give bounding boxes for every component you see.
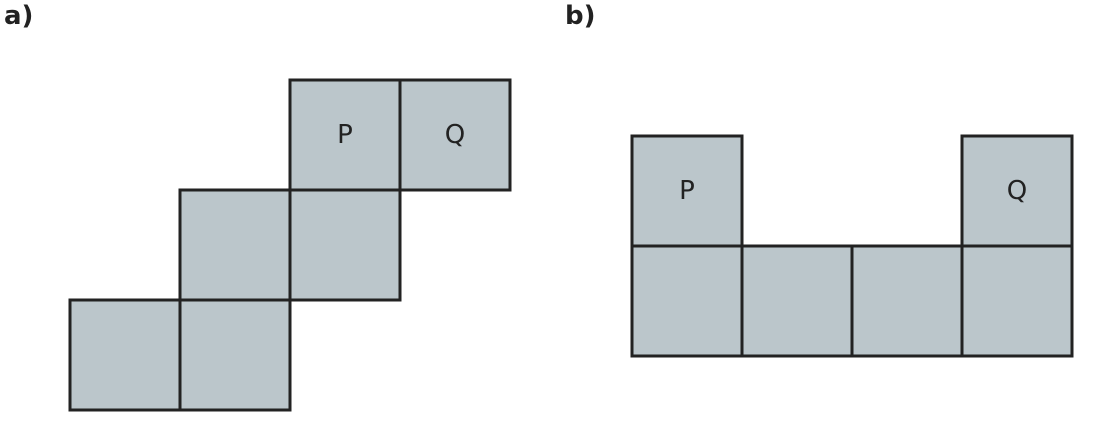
net-a-square [68, 298, 182, 412]
net-b-square [740, 244, 854, 358]
net-b-face-label-q: Q [1007, 176, 1027, 206]
net-b-square [630, 244, 744, 358]
net-a-square [178, 188, 292, 302]
net-a-face-label-p: P [337, 120, 353, 150]
panel-b-label: b) [565, 1, 596, 31]
panel-a-label: a) [4, 1, 34, 31]
net-b-square [630, 134, 744, 248]
net-a-square [288, 188, 402, 302]
net-b-face-label-p: P [679, 176, 695, 206]
net-b-square [960, 134, 1074, 248]
net-b-square [850, 244, 964, 358]
net-a-square [288, 78, 402, 192]
net-a-face-label-q: Q [445, 120, 465, 150]
net-b-square [960, 244, 1074, 358]
net-a-square [398, 78, 512, 192]
net-a-square [178, 298, 292, 412]
